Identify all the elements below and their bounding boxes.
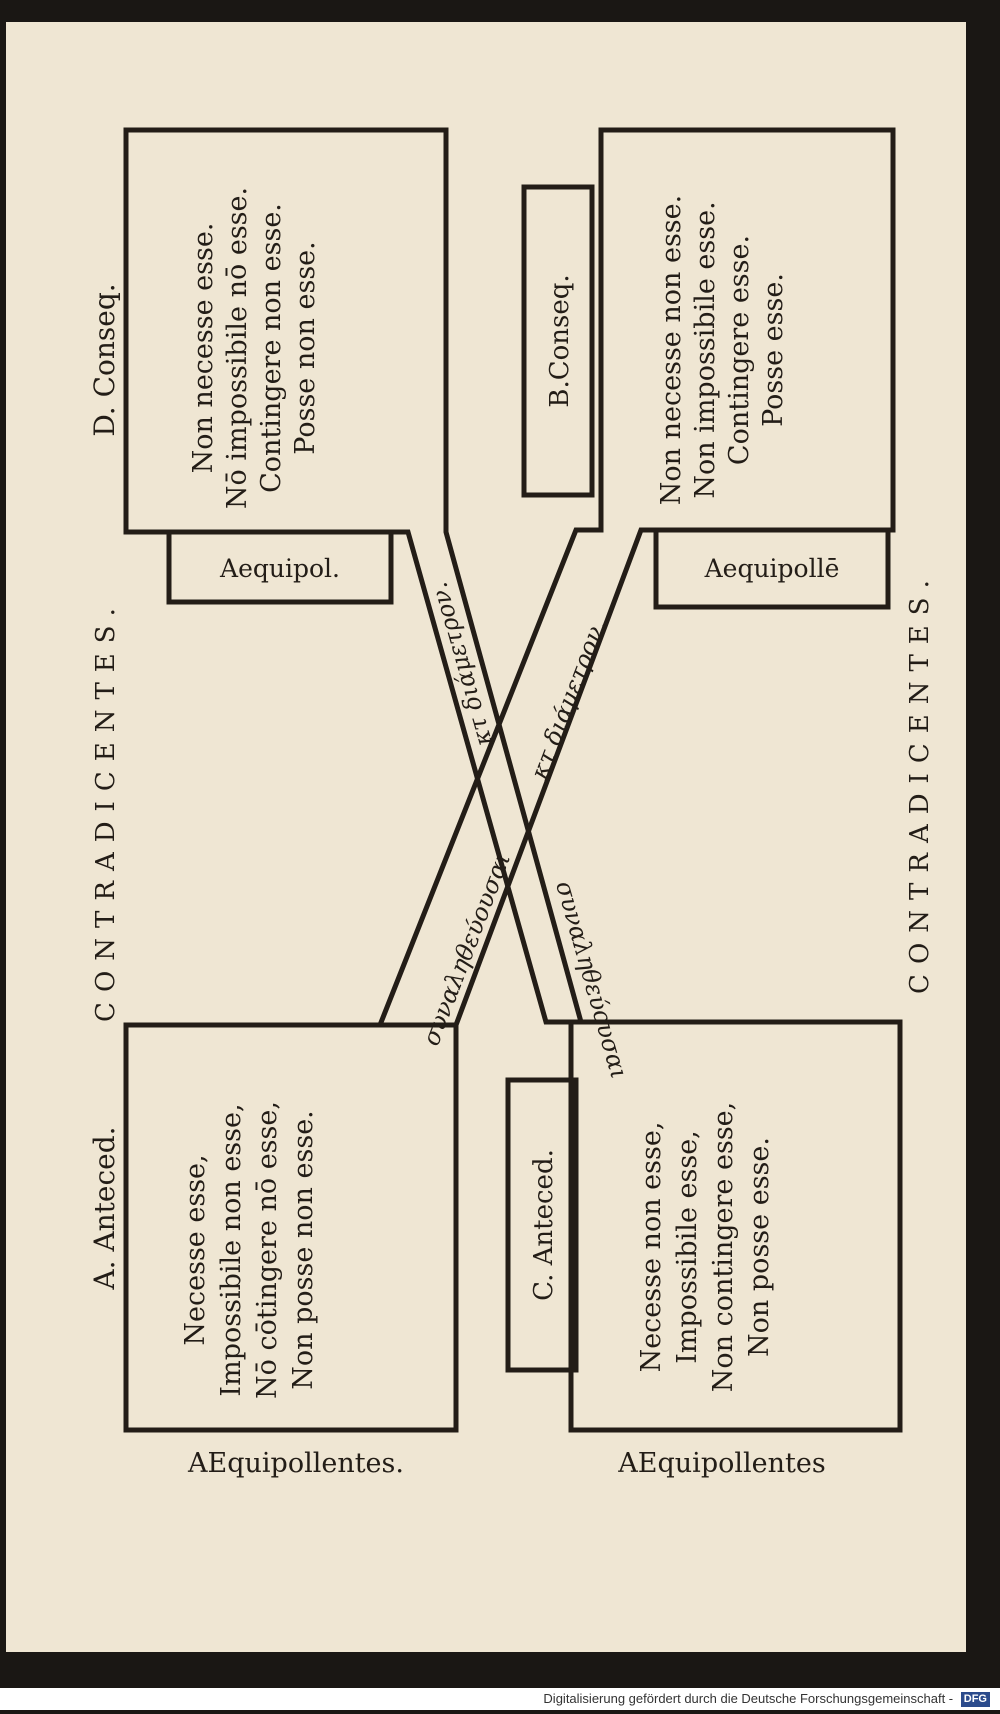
tab-top-left-box bbox=[166, 529, 394, 605]
modal-square-diagram: CONTRADICENTES. CONTRADICENTES. D. Conse… bbox=[88, 127, 935, 1479]
band-lower-left: συναληθεύουσαι bbox=[417, 849, 516, 1050]
footer-text: Digitalisierung gefördert durch die Deut… bbox=[543, 1691, 954, 1706]
box-d-line-2: Nō impossibile nō esse. bbox=[222, 187, 253, 509]
box-a-line-1: Necesse esse, bbox=[180, 1154, 211, 1345]
label-c-box bbox=[505, 1077, 579, 1373]
box-d-line-4: Posse non esse. bbox=[290, 241, 321, 454]
box-c-line-3: Non contingere esse, bbox=[708, 1102, 739, 1392]
box-c-line-4: Non posse esse. bbox=[744, 1137, 775, 1357]
dfg-logo: DFG bbox=[960, 1692, 990, 1708]
box-b-line-1: Non necesse non esse. bbox=[656, 195, 687, 505]
box-c-line-2: Impossibile esse, bbox=[672, 1130, 703, 1364]
box-c-outline bbox=[568, 1019, 903, 1433]
page: CONTRADICENTES. CONTRADICENTES. D. Conse… bbox=[6, 22, 966, 1652]
box-b-line-2: Non impossibile esse. bbox=[690, 201, 721, 498]
band-lower-right: συναληθεύουσαι bbox=[550, 878, 633, 1082]
box-b-line-3: Contingere esse. bbox=[724, 235, 755, 465]
footer: Digitalisierung gefördert durch die Deut… bbox=[0, 1688, 1000, 1710]
label-a: A. Anteced. bbox=[88, 1126, 121, 1290]
label-b-box bbox=[521, 184, 595, 498]
label-b: B.Conseq. bbox=[545, 274, 575, 407]
box-c-line-1: Necesse non esse, bbox=[636, 1122, 667, 1373]
bottom-left-label: AEquipollentes. bbox=[187, 1448, 404, 1479]
box-c-text: Necesse non esse, Impossibile esse, Non … bbox=[636, 1102, 775, 1392]
box-d-line-1: Non necesse esse. bbox=[188, 223, 219, 474]
box-d-line-3: Contingere non esse. bbox=[256, 203, 287, 493]
box-b-line-4: Posse esse. bbox=[758, 273, 789, 427]
tab-top-right-box bbox=[653, 527, 891, 610]
label-d: D. Conseq. bbox=[88, 283, 121, 436]
box-b-text: Non necesse non esse. Non impossibile es… bbox=[656, 195, 789, 505]
tab-top-right: Aequipollē bbox=[704, 554, 840, 583]
label-c: C. Anteced. bbox=[529, 1149, 559, 1301]
band-upper-right: κτ διάμετρον. bbox=[525, 615, 612, 784]
box-a-line-4: Non posse non esse. bbox=[288, 1110, 319, 1390]
box-a-outline bbox=[123, 1022, 459, 1433]
bottom-right-label: AEquipollentes bbox=[617, 1448, 825, 1479]
title-right: CONTRADICENTES. bbox=[905, 570, 935, 994]
box-d-text: Non necesse esse. Nō impossibile nō esse… bbox=[188, 187, 321, 509]
box-a-line-2: Impossibile non esse, bbox=[216, 1103, 247, 1396]
box-a-text: Necesse esse, Impossibile non esse, Nō c… bbox=[180, 1101, 319, 1399]
tab-top-left: Aequipol. bbox=[219, 554, 340, 583]
title-left: CONTRADICENTES. bbox=[91, 598, 121, 1022]
box-a-line-3: Nō cōtingere nō esse, bbox=[252, 1101, 283, 1399]
